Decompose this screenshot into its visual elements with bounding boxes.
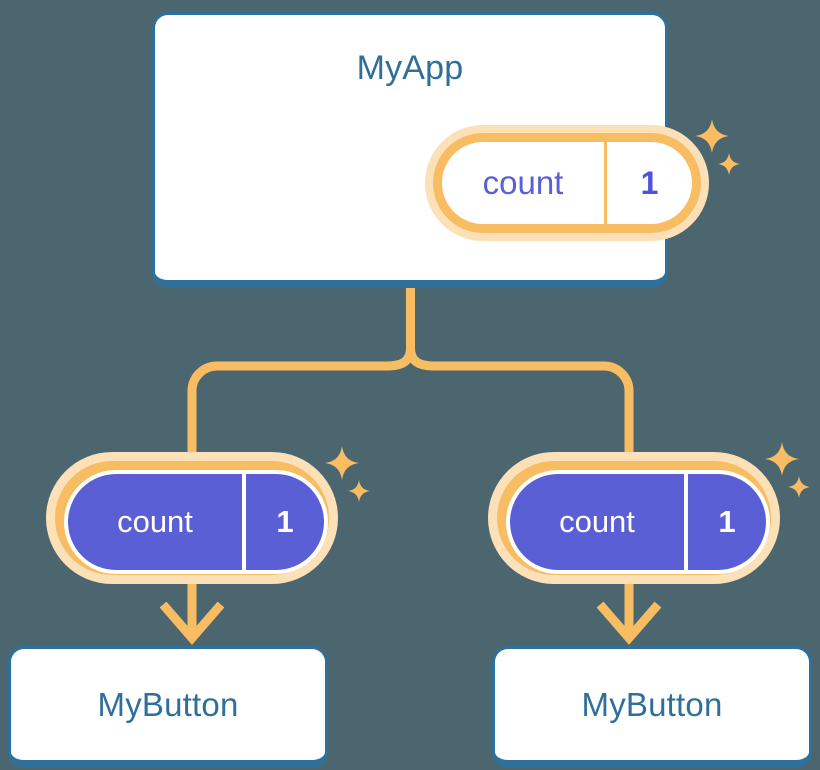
state-key: count bbox=[482, 164, 564, 201]
component-card-myapp[interactable]: MyApp count 1 bbox=[152, 12, 740, 288]
arrow-down-icon-left bbox=[159, 601, 225, 645]
state-pill-root[interactable]: count 1 bbox=[425, 125, 709, 241]
pill-inner: count 1 bbox=[442, 142, 692, 224]
component-card-mybutton-left[interactable]: MyButton bbox=[8, 646, 328, 768]
arrow-down-icon-right bbox=[596, 601, 662, 645]
state-key: count bbox=[117, 504, 193, 539]
pill-inner: count 1 bbox=[64, 470, 328, 574]
state-value: 1 bbox=[684, 474, 766, 570]
state-pill-child-left[interactable]: count 1 bbox=[46, 452, 338, 584]
wire-split-left bbox=[217, 347, 415, 371]
wire-split-right bbox=[406, 347, 604, 371]
state-key: count bbox=[559, 504, 635, 539]
sparkle-small-icon bbox=[348, 480, 370, 502]
state-value: 1 bbox=[242, 474, 324, 570]
state-pill-child-right[interactable]: count 1 bbox=[488, 452, 780, 584]
component-label: MyButton bbox=[581, 686, 723, 723]
sparkle-icon bbox=[765, 442, 799, 476]
wire-branch-right bbox=[603, 361, 634, 455]
component-label: MyButton bbox=[97, 686, 239, 723]
wire-branch-left bbox=[187, 361, 218, 455]
pill-inner: count 1 bbox=[506, 470, 770, 574]
state-value: 1 bbox=[604, 142, 692, 224]
sparkle-small-icon bbox=[788, 476, 810, 498]
sparkle-icon bbox=[325, 446, 359, 480]
page-title: MyApp bbox=[356, 49, 464, 87]
sparkle-small-icon bbox=[718, 153, 740, 175]
sparkle-icon bbox=[695, 119, 729, 153]
component-card-mybutton-right[interactable]: MyButton bbox=[492, 646, 812, 768]
